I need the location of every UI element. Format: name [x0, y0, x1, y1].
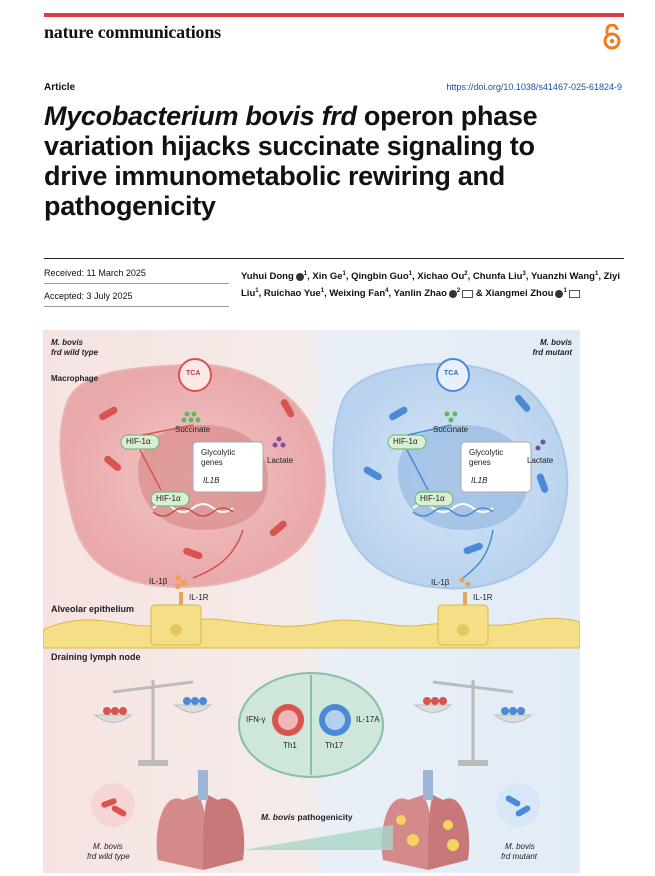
draining-lymph-node — [238, 672, 384, 778]
orcid-icon[interactable] — [555, 289, 564, 298]
affiliation-number: 1 — [255, 288, 259, 295]
mut-label-line2: frd mutant — [532, 348, 572, 357]
wt-lungs — [156, 770, 245, 870]
hif-label-wt-1: HIF-1α — [126, 437, 151, 446]
author-name[interactable]: Ruichao Yue — [263, 288, 321, 300]
title-line2: variation hijacks succinate signaling to — [44, 131, 535, 161]
il1b-label-wt: IL-1β — [149, 577, 168, 586]
affiliation-number: 1 — [342, 271, 346, 277]
th1-label: Th1 — [283, 741, 297, 750]
author-name[interactable]: Yuhui Dong — [241, 271, 294, 283]
tca-label-mut: TCA — [444, 370, 459, 377]
mut-bottom-label-2: frd mutant — [501, 852, 538, 861]
graphical-abstract: M. bovis frd wild type M. bovis frd muta… — [43, 330, 580, 873]
figure-artwork — [43, 330, 580, 873]
hif-label-mut-1: HIF-1α — [393, 437, 418, 446]
affiliation-number: 4 — [385, 288, 389, 295]
author-name[interactable]: Yanlin Zhao — [393, 288, 447, 300]
pathogenicity-rest: pathogenicity — [295, 812, 353, 822]
affiliation-number: 1 — [408, 271, 412, 277]
mutant-balance-scale — [413, 680, 533, 766]
il17a-label: IL-17A — [356, 715, 380, 724]
article-type: Article — [44, 82, 76, 93]
author-name[interactable]: Xin Ge — [312, 271, 343, 283]
th17-label: Th17 — [325, 741, 344, 750]
affiliation-number: 3 — [522, 271, 526, 277]
author-name[interactable]: Chunfa Liu — [472, 271, 523, 283]
wt-balance-scale — [93, 680, 213, 766]
glycolytic-mut-2: genes — [469, 458, 491, 467]
lymph-label: Draining lymph node — [51, 652, 141, 662]
wt-label-line2: frd wild type — [51, 348, 99, 357]
divider — [44, 258, 624, 259]
journal-accent-bar — [44, 13, 624, 17]
wt-macrophage — [59, 358, 326, 588]
affiliation-number: 2 — [464, 271, 468, 277]
author-name[interactable]: Yuanzhi Wang — [530, 271, 595, 283]
author-name[interactable]: Qingbin Guo — [351, 271, 409, 283]
affiliation-number: 1 — [303, 271, 308, 277]
author-name[interactable]: Weixing Fan — [329, 288, 386, 300]
tca-label-wt: TCA — [186, 370, 201, 377]
email-icon[interactable] — [462, 289, 474, 298]
title-line1-rest: operon phase — [356, 101, 538, 131]
orcid-icon[interactable] — [295, 272, 304, 281]
author-name[interactable]: Ziyi Liu — [241, 271, 620, 300]
succinate-label-mut: Succinate — [433, 425, 469, 434]
affiliation-number: 1 — [594, 271, 599, 277]
pathogenicity-italic: M. bovis — [261, 812, 296, 822]
il1r-label-mut: IL-1R — [473, 593, 493, 602]
mutant-macrophage — [332, 358, 569, 590]
il1b-gene-mut: IL1B — [471, 476, 488, 485]
ifng-label: IFN-γ — [246, 715, 266, 724]
wt-bottom-label-1: M. bovis — [93, 842, 123, 851]
author-name[interactable]: Xichao Ou — [417, 271, 465, 283]
pathogenicity-label: M. bovis pathogenicity — [261, 812, 353, 822]
il1b-label-mut: IL-1β — [431, 578, 450, 587]
open-access-icon[interactable] — [602, 24, 622, 50]
author-name[interactable]: Xiangmei Zhou — [485, 288, 554, 300]
title-line3: drive immunometabolic rewiring and — [44, 161, 505, 191]
divider — [44, 306, 229, 307]
accepted-date: Accepted: 3 July 2025 — [44, 291, 133, 301]
alveolar-epithelium — [43, 604, 580, 649]
il1r-label-wt: IL-1R — [189, 593, 209, 602]
received-date: Received: 11 March 2025 — [44, 268, 146, 278]
glycolytic-mut-1: Glycolytic — [469, 448, 504, 457]
article-title: Mycobacterium bovis frd operon phase var… — [44, 101, 634, 221]
email-icon[interactable] — [568, 289, 580, 298]
alveolar-label: Alveolar epithelium — [51, 604, 135, 614]
succinate-label-wt: Succinate — [175, 425, 211, 434]
macrophage-label: Macrophage — [51, 374, 99, 383]
affiliation-number: 1 — [563, 288, 567, 295]
lactate-label-wt: Lactate — [267, 456, 294, 465]
mutant-lungs — [381, 770, 470, 870]
glycolytic-wt-2: genes — [201, 458, 223, 467]
affiliation-number: 1 — [320, 288, 325, 295]
title-line4: pathogenicity — [44, 191, 216, 221]
title-italic: Mycobacterium bovis frd — [44, 101, 357, 131]
hif-label-mut-2: HIF-1α — [420, 494, 445, 503]
glycolytic-wt-1: Glycolytic — [201, 448, 236, 457]
mut-label-line1: M. bovis — [539, 338, 572, 347]
il1b-gene-wt: IL1B — [203, 476, 220, 485]
lactate-label-mut: Lactate — [527, 456, 554, 465]
wt-bottom-label-2: frd wild type — [87, 852, 130, 861]
wt-bacteria — [91, 783, 135, 827]
wt-label-line1: M. bovis — [51, 338, 84, 347]
pathogenicity-gradient — [243, 825, 393, 850]
orcid-icon[interactable] — [448, 289, 457, 298]
journal-name: nature communications — [44, 22, 221, 42]
doi-link[interactable]: https://doi.org/10.1038/s41467-025-61824… — [446, 82, 622, 92]
hif-label-wt-2: HIF-1α — [156, 494, 181, 503]
affiliation-number: 2 — [456, 288, 461, 295]
divider — [44, 283, 229, 284]
mut-bottom-label-1: M. bovis — [505, 842, 535, 851]
